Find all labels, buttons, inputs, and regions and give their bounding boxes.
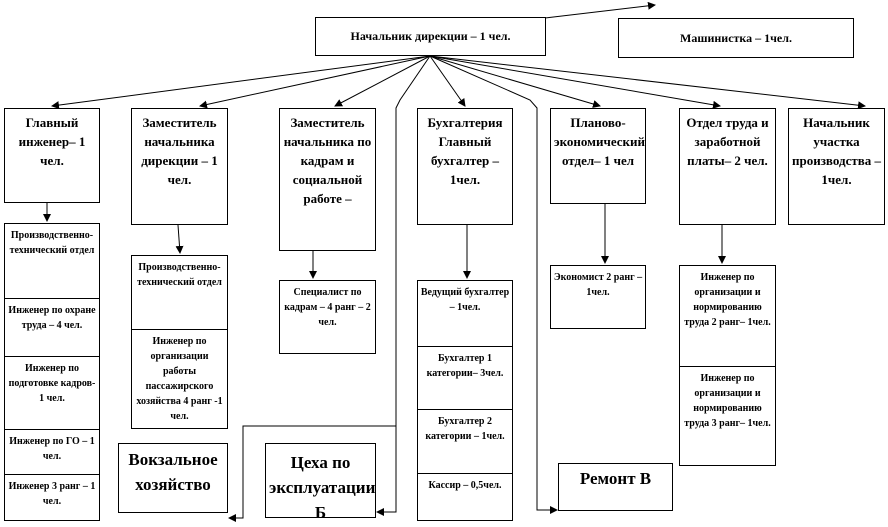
sub-item: Производственно-технический отдел <box>9 230 95 256</box>
dept-accounting: Бухгалтерия Главный бухгалтер – 1чел. <box>417 108 513 225</box>
dept-title: Планово-экономический отдел– 1 чел <box>554 115 646 168</box>
subs-deputy-hr: Специалист по кадрам – 4 ранг – 2 чел. <box>279 280 376 354</box>
unit-label: Ремонт В <box>579 469 652 488</box>
head-label: Начальник дирекции – 1 чел. <box>350 29 511 43</box>
sub-item: Инженер по охране труда – 4 чел. <box>5 298 99 356</box>
sub-item: Экономист 2 ранг – 1чел. <box>553 272 643 298</box>
sub-item: Бухгалтер 1 категории– 3чел. <box>418 346 512 409</box>
subs-deputy-head: Производственно-технический отдел Инжене… <box>131 255 228 429</box>
dept-deputy-hr: Заместитель начальника по кадрам и социа… <box>279 108 376 251</box>
dept-title: Заместитель начальника дирекции – 1 чел. <box>141 115 218 187</box>
sub-item: Инженер по ГО – 1 чел. <box>5 429 99 474</box>
unit-station: Вокзальное хозяйство <box>118 443 228 513</box>
unit-workshops: Цеха по эксплуатации Б <box>265 443 376 522</box>
head-box: Начальник дирекции – 1 чел. <box>315 17 546 56</box>
sub-item: Инженер 3 ранг – 1 чел. <box>5 474 99 520</box>
unit-label: Цеха по эксплуатации Б <box>269 453 376 522</box>
typist-label: Машинистка – 1чел. <box>680 30 792 45</box>
sub-item: Ведущий бухгалтер – 1чел. <box>420 287 510 313</box>
dept-production: Начальник участка производства – 1чел. <box>788 108 885 225</box>
dept-chief-engineer: Главный инженер– 1 чел. <box>4 108 100 203</box>
dept-deputy-head: Заместитель начальника дирекции – 1 чел. <box>131 108 228 225</box>
dept-title: Бухгалтерия Главный бухгалтер – 1чел. <box>427 115 503 187</box>
dept-labor: Отдел труда и заработной платы– 2 чел. <box>679 108 776 225</box>
subs-accounting: Ведущий бухгалтер – 1чел. Бухгалтер 1 ка… <box>417 280 513 521</box>
typist-box: Машинистка – 1чел. <box>618 18 854 58</box>
dept-title: Отдел труда и заработной платы– 2 чел. <box>686 115 769 168</box>
sub-item: Специалист по кадрам – 4 ранг – 2 чел. <box>284 287 371 328</box>
unit-label: Вокзальное хозяйство <box>128 450 218 494</box>
sub-item: Инженер по организации работы пассажирск… <box>132 329 227 428</box>
dept-planning: Планово-экономический отдел– 1 чел <box>550 108 646 204</box>
unit-repair: Ремонт В <box>558 463 673 511</box>
dept-title: Заместитель начальника по кадрам и социа… <box>283 115 372 206</box>
subs-chief-engineer: Производственно-технический отдел Инжене… <box>4 223 100 521</box>
subs-planning: Экономист 2 ранг – 1чел. <box>550 265 646 329</box>
sub-item: Инженер по подготовке кадров- 1 чел. <box>5 356 99 429</box>
sub-item: Инженер по организации и нормированию тр… <box>684 272 771 328</box>
dept-title: Главный инженер– 1 чел. <box>18 115 86 168</box>
dept-title: Начальник участка производства – 1чел. <box>792 115 881 187</box>
subs-labor: Инженер по организации и нормированию тр… <box>679 265 776 466</box>
sub-item: Инженер по организации и нормированию тр… <box>680 366 775 465</box>
sub-item: Производственно-технический отдел <box>137 262 222 288</box>
sub-item: Бухгалтер 2 категории – 1чел. <box>418 409 512 473</box>
sub-item: Кассир – 0,5чел. <box>418 473 512 520</box>
